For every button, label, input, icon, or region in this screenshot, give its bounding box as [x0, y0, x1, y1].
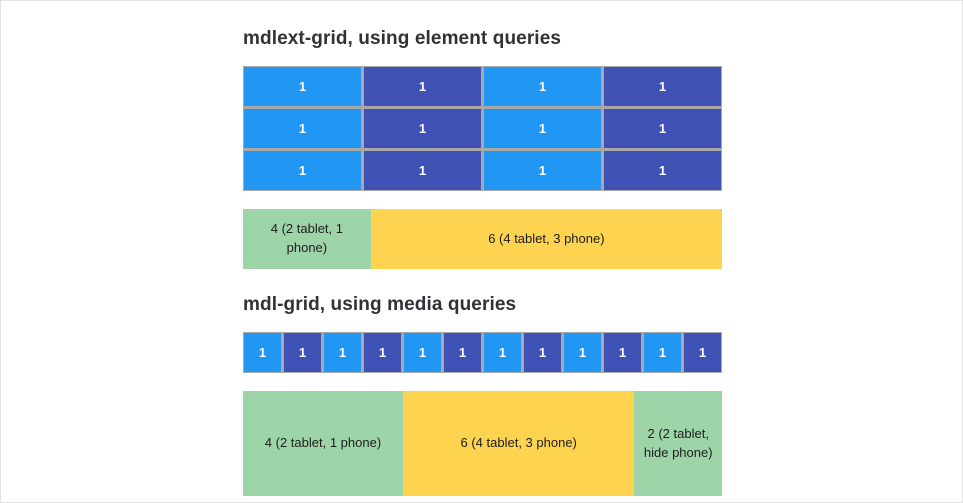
grid-cell: 1: [244, 151, 361, 190]
grid-cell: 1: [484, 67, 601, 106]
grid-cell: 1: [564, 333, 601, 372]
legend-bar-element-queries: 4 (2 tablet, 1 phone)6 (4 tablet, 3 phon…: [243, 209, 722, 269]
grid-cell: 1: [404, 333, 441, 372]
grid-cell: 1: [484, 333, 521, 372]
grid-cell: 1: [364, 67, 481, 106]
grid-cell: 1: [284, 333, 321, 372]
grid-cell: 1: [604, 109, 721, 148]
grid-cell: 1: [364, 151, 481, 190]
grid-cell: 1: [444, 333, 481, 372]
grid-cell: 1: [644, 333, 681, 372]
legend-segment: 4 (2 tablet, 1 phone): [243, 391, 403, 496]
grid-cell: 1: [244, 67, 361, 106]
grid-cell: 1: [484, 151, 601, 190]
grid-cell: 1: [364, 333, 401, 372]
legend-segment: 4 (2 tablet, 1 phone): [243, 209, 371, 269]
legend-segment: 6 (4 tablet, 3 phone): [402, 391, 635, 496]
grid-cell: 1: [604, 67, 721, 106]
legend-segment: 6 (4 tablet, 3 phone): [370, 209, 722, 269]
grid-cell: 1: [364, 109, 481, 148]
grid-cell: 1: [604, 151, 721, 190]
grid-cell: 1: [244, 333, 281, 372]
grid-cell: 1: [604, 333, 641, 372]
legend-bar-media-queries: 4 (2 tablet, 1 phone)6 (4 tablet, 3 phon…: [243, 391, 722, 496]
page-title-media-queries: mdl-grid, using media queries: [243, 294, 517, 315]
legend-segment: 2 (2 tablet, hide phone): [634, 391, 722, 496]
grid-cell: 1: [524, 333, 561, 372]
grid-cell: 1: [324, 333, 361, 372]
grid-cell: 1: [484, 109, 601, 148]
grid-cell: 1: [684, 333, 721, 372]
page-title-element-queries: mdlext-grid, using element queries: [243, 28, 562, 49]
grid-cell: 1: [244, 109, 361, 148]
